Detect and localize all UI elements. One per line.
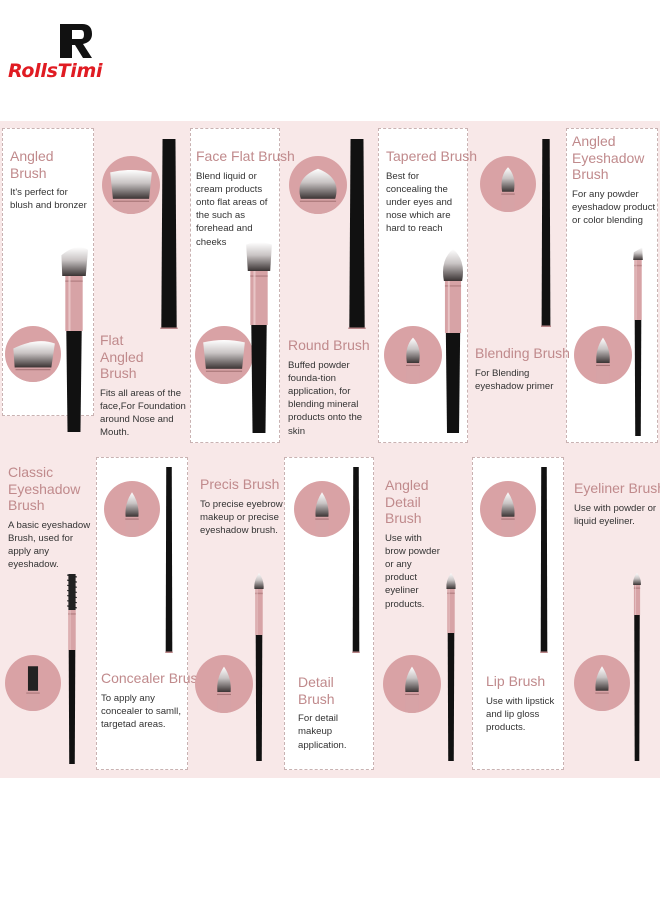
brush-head-closeup-icon [104,481,160,537]
brush-card [566,128,658,443]
brush-illustration-icon [60,244,88,432]
brush-head-closeup-icon [289,156,347,214]
brush-description: To precise eyebrow makeup or precise eye… [200,498,283,536]
brush-title: Round Brush [288,337,370,353]
brush-info-angled-eyeshadow: Angled Eyeshadow Brush For any powder ey… [572,133,656,227]
brush-description: For any powder eyeshadow product or colo… [572,188,656,227]
brush-info-angled: Angled Brush It's perfect for blush and … [10,148,92,213]
brush-info-round: Round Brush Buffed powder founda-tion ap… [288,337,376,438]
brush-head-closeup-icon [294,481,350,537]
brush-title: Angled Detail Brush [385,477,429,527]
brush-description: Use with brow powder or any product eyel… [385,532,440,610]
brush-description: Use with powder or liquid eyeliner. [574,502,657,527]
brush-illustration-icon [445,573,457,761]
brush-info-lip: Lip Brush Use with lipstick and lip glos… [486,673,560,734]
brush-title: Concealer Brush [101,670,206,686]
brand-logo: RollsTimi [8,22,143,84]
brush-description: Buffed powder founda-tion application, f… [288,359,363,437]
brush-illustration-icon [163,467,175,653]
brush-title: Precis Brush [200,476,280,492]
brand-name: RollsTimi [8,60,103,82]
brush-title: Angled Brush [10,148,54,181]
brush-head-closeup-icon [5,655,61,711]
brush-description: A basic eyeshadow Brush, used for apply … [8,519,91,571]
brush-illustration-icon [538,467,550,653]
brush-illustration-icon [632,246,644,436]
brush-head-closeup-icon [195,326,253,384]
brush-title: Face Flat Brush [196,148,295,164]
brush-info-angled-detail: Angled Detail Brush Use with brow powder… [385,477,459,611]
brush-description: Fits all areas of the face,For Foundatio… [100,387,186,439]
brush-head-closeup-icon [574,655,630,711]
brush-title: Flat Angled Brush [100,332,144,382]
brush-title: Detail Brush [298,674,335,707]
brush-head-closeup-icon [384,326,442,384]
brush-illustration-icon [350,467,362,653]
brush-illustration-icon [66,574,78,764]
brush-head-closeup-icon [574,326,632,384]
brush-description: Blend liquid or cream products onto flat… [196,170,268,248]
brush-illustration-icon [343,139,371,329]
brush-illustration-icon [632,573,642,761]
brush-description: Best for concealing the under eyes and n… [386,170,453,235]
brush-head-closeup-icon [480,156,536,212]
brush-head-closeup-icon [480,481,536,537]
brush-guide-board: Angled Brush It's perfect for blush and … [0,121,660,778]
brush-info-precis: Precis Brush To precise eyebrow makeup o… [200,476,284,537]
brush-illustration-icon [245,241,273,433]
brush-info-eyeliner: Eyeliner Brush Use with powder or liquid… [574,480,660,528]
brush-description: For detail makeup application. [298,713,347,751]
brush-description: It's perfect for blush and bronzer [10,187,87,212]
brush-title: Eyeliner Brush [574,480,660,496]
brush-info-tapered: Tapered Brush Best for concealing the un… [386,148,478,236]
brush-title: Lip Brush [486,673,546,689]
brush-illustration-icon [253,573,265,761]
brush-title: Blending Brush [475,345,570,361]
brush-description: Use with lipstick and lip gloss products… [486,695,555,733]
brush-title: Classic Eyeshadow Brush [8,464,81,514]
brush-title: Tapered Brush [386,148,478,164]
brush-head-closeup-icon [102,156,160,214]
brush-info-concealer: Concealer Brush To apply any concealer t… [101,670,206,731]
brush-head-closeup-icon [383,655,441,713]
brush-illustration-icon [155,139,183,329]
brush-info-flat-angled: Flat Angled Brush Fits all areas of the … [100,332,186,439]
brush-info-blending: Blending Brush For Blending eyeshadow pr… [475,345,570,393]
brush-title: Angled Eyeshadow Brush [572,133,645,183]
r-logo-mark-icon [60,24,92,58]
brush-illustration-icon [538,139,554,327]
brush-description: To apply any concealer to samll, targeta… [101,692,181,730]
brush-illustration-icon [440,249,466,433]
brush-info-classic-eyeshadow: Classic Eyeshadow Brush A basic eyeshado… [8,464,92,571]
brush-info-detail: Detail Brush For detail makeup applicati… [298,674,372,752]
brush-head-closeup-icon [5,326,61,382]
brush-head-closeup-icon [195,655,253,713]
brush-info-face-flat: Face Flat Brush Blend liquid or cream pr… [196,148,295,249]
brush-description: For Blending eyeshadow primer [475,367,554,392]
